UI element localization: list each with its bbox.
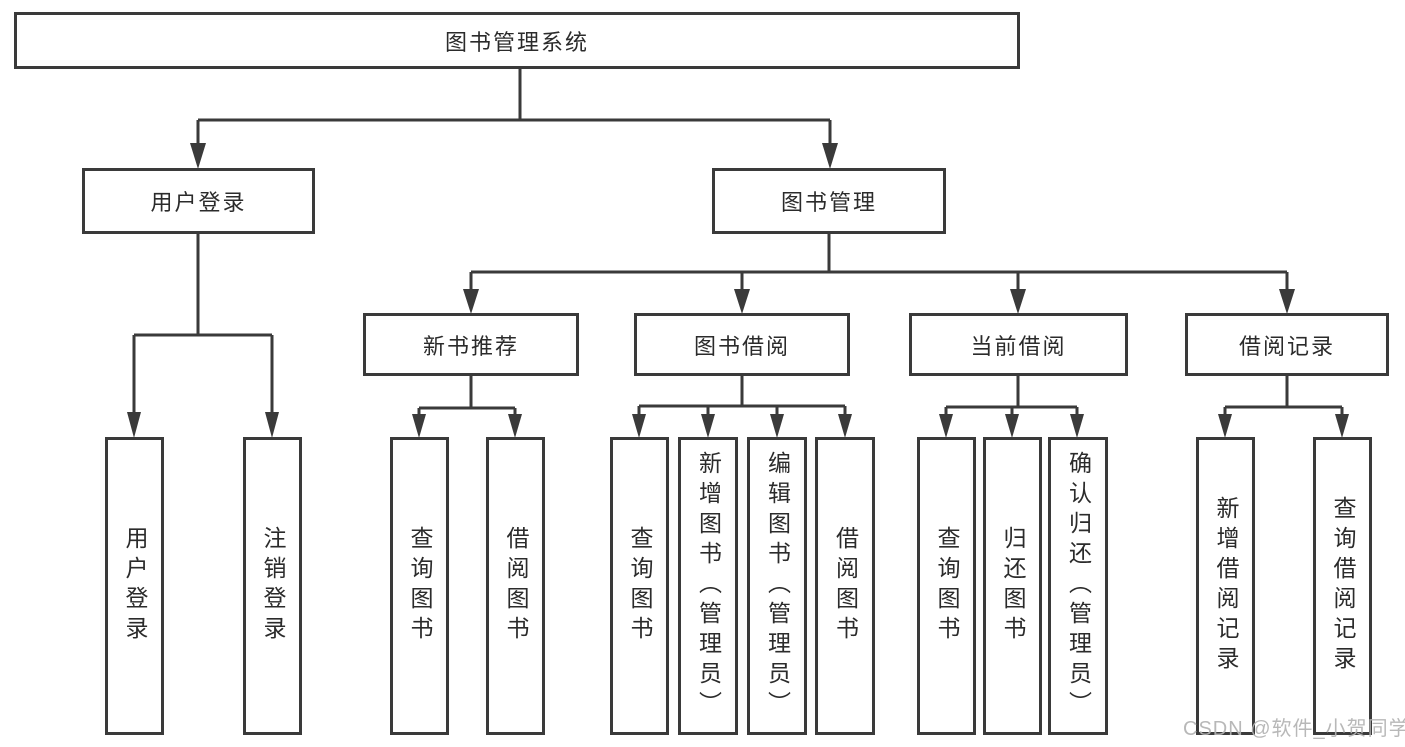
node-label: 查询图书 <box>934 526 960 646</box>
leaf-user-login: 用户登录 <box>105 437 164 735</box>
arrowheads-book-management-children <box>463 289 1295 314</box>
leaf-add-book-admin: 新增图书（管理员） <box>678 437 738 735</box>
node-label: 新增图书（管理员） <box>695 451 722 721</box>
node-label: 用户登录 <box>150 190 247 215</box>
connector-book-management-children <box>469 234 1289 291</box>
node-label: 确认归还（管理员） <box>1065 451 1092 721</box>
node-label: 查询图书 <box>407 526 433 646</box>
node-label: 归还图书 <box>1000 526 1026 646</box>
leaf-add-borrow-record: 新增借阅记录 <box>1196 437 1255 735</box>
connector-new-book-children <box>417 376 517 416</box>
node-label: 查询图书 <box>627 526 653 646</box>
leaf-query-books-current: 查询图书 <box>917 437 976 735</box>
leaf-logout: 注销登录 <box>243 437 302 735</box>
arrowheads-borrow-records-children <box>1218 414 1349 438</box>
node-label: 注销登录 <box>260 526 286 646</box>
node-label: 用户登录 <box>122 526 148 646</box>
leaf-edit-book-admin: 编辑图书（管理员） <box>747 437 807 735</box>
leaf-borrow-books-borrowing: 借阅图书 <box>815 437 875 735</box>
connector-user-login-children <box>132 234 274 414</box>
node-label: 图书管理系统 <box>444 29 589 55</box>
node-book-borrowing: 图书借阅 <box>634 313 850 376</box>
arrowheads-new-book-children <box>412 414 522 438</box>
node-label: 图书借阅 <box>693 333 790 359</box>
connector-book-borrow-children <box>637 376 847 416</box>
node-label: 新增借阅记录 <box>1213 496 1239 676</box>
connector-borrow-records-children <box>1223 376 1344 416</box>
leaf-query-books-recommend: 查询图书 <box>390 437 449 735</box>
node-borrowing-records: 借阅记录 <box>1185 313 1389 376</box>
leaf-query-books-borrowing: 查询图书 <box>610 437 669 735</box>
leaf-query-borrow-record: 查询借阅记录 <box>1313 437 1372 735</box>
node-label: 查询借阅记录 <box>1330 496 1356 676</box>
watermark-text: CSDN @软件_小贺同学 <box>1183 718 1405 740</box>
leaf-return-books: 归还图书 <box>983 437 1042 735</box>
node-user-login-branch: 用户登录 <box>82 168 315 234</box>
arrowheads-root-to-branches <box>190 143 838 169</box>
node-label: 新书推荐 <box>422 333 519 359</box>
arrowheads-user-login-children <box>127 412 279 438</box>
node-book-management-branch: 图书管理 <box>712 168 946 234</box>
node-label: 借阅记录 <box>1238 333 1335 359</box>
node-label: 借阅图书 <box>503 526 529 646</box>
node-library-management-system: 图书管理系统 <box>14 12 1020 69</box>
node-label: 图书管理 <box>780 190 877 215</box>
leaf-confirm-return-admin: 确认归还（管理员） <box>1048 437 1108 735</box>
node-label: 编辑图书（管理员） <box>764 451 791 721</box>
leaf-borrow-books-recommend: 借阅图书 <box>486 437 545 735</box>
node-current-borrowing: 当前借阅 <box>909 313 1128 376</box>
connector-current-borrow-children <box>944 376 1079 416</box>
arrowheads-current-borrow-children <box>939 414 1084 438</box>
node-new-book-recommendation: 新书推荐 <box>363 313 579 376</box>
arrowheads-book-borrow-children <box>632 414 852 438</box>
node-label: 借阅图书 <box>832 526 859 646</box>
connector-root-to-branches <box>196 69 832 145</box>
node-label: 当前借阅 <box>970 333 1067 359</box>
